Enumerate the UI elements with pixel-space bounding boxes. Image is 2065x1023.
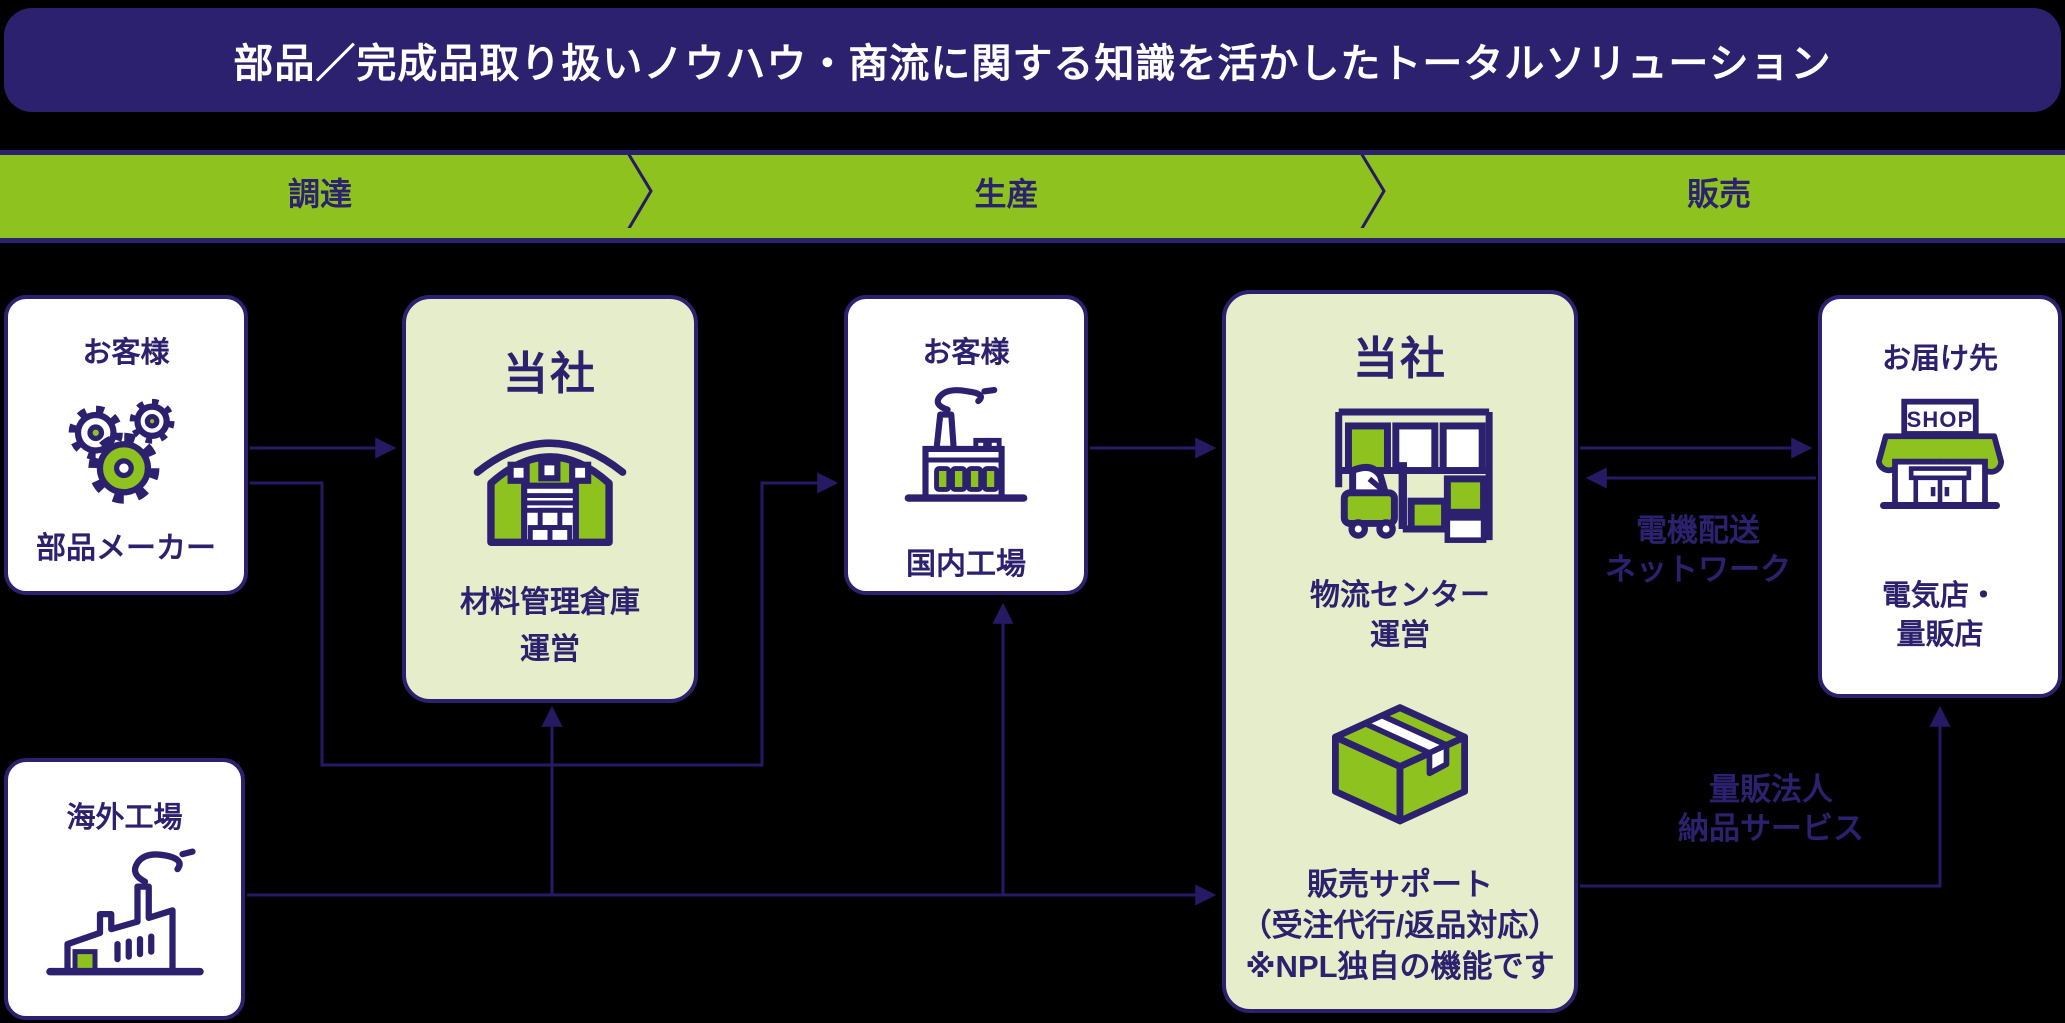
delivery-destination-label: 電気店・ 量販店 bbox=[1822, 577, 2058, 655]
box-overseas-factory: 海外工場 bbox=[4, 758, 245, 1020]
forklift-shelf-icon bbox=[1335, 408, 1493, 543]
electric-delivery-network-line2: ネットワーク bbox=[1605, 552, 1791, 587]
logistics-service1-label: 物流センター 運営 bbox=[1226, 576, 1574, 656]
material-warehouse-label: 材料管理倉庫 運営 bbox=[406, 579, 694, 673]
electric-delivery-network-label: 電機配送 ネットワーク bbox=[1578, 511, 1818, 589]
process-bar: 調達 生産 販売 bbox=[0, 150, 2065, 243]
box-material-warehouse: 当社 材料管理倉庫 運営 bbox=[402, 295, 698, 703]
title-banner: 部品／完成品取り扱いノウハウ・商流に関する知識を活かしたトータルソリューション bbox=[4, 8, 2061, 112]
logistics-service2-line3: ※NPL独自の機能です bbox=[1245, 949, 1555, 984]
material-warehouse-header: 当社 bbox=[502, 348, 597, 399]
delivery-destination-header: お届け先 bbox=[1881, 343, 1998, 375]
banner-title: 部品／完成品取り扱いノウハウ・商流に関する知識を活かしたトータルソリューション bbox=[233, 42, 1832, 86]
parts-maker-label: 部品メーカー bbox=[36, 532, 216, 565]
logistics-service1-line1: 物流センター bbox=[1310, 579, 1490, 612]
electric-delivery-network-line1: 電機配送 bbox=[1636, 513, 1760, 548]
logistics-service2-line1: 販売サポート bbox=[1307, 867, 1493, 902]
stage-procurement: 調達 bbox=[287, 175, 352, 212]
domestic-factory-label: 国内工場 bbox=[906, 548, 1026, 581]
logistics-service2-line2: （受注代行/返品対応） bbox=[1240, 908, 1560, 943]
box-domestic-factory: お客様 国内工場 bbox=[844, 295, 1088, 595]
material-warehouse-label-line1: 材料管理倉庫 bbox=[460, 586, 640, 619]
domestic-factory-header: お客様 bbox=[922, 337, 1010, 369]
mass-retailer-delivery-line1: 量販法人 bbox=[1709, 772, 1833, 807]
factory-icon bbox=[904, 386, 1028, 502]
warehouse-icon bbox=[473, 439, 627, 547]
parts-maker-header: お客様 bbox=[82, 337, 170, 369]
shop-icon: SHOP bbox=[1875, 398, 2005, 509]
package-box-icon bbox=[1332, 704, 1468, 825]
logistics-service2-label: 販売サポート （受注代行/返品対応） ※NPL独自の機能です bbox=[1226, 864, 1574, 987]
gears-icon bbox=[68, 398, 175, 504]
stage-production: 生産 bbox=[974, 175, 1039, 212]
logistics-service1-line2: 運営 bbox=[1370, 619, 1430, 652]
arrow-partsmaker-to-domesticfactory bbox=[250, 472, 839, 767]
mass-retailer-delivery-label: 量販法人 納品サービス bbox=[1601, 770, 1941, 848]
arrow-logistics-to-destination-bottom bbox=[1580, 705, 1951, 888]
overseas-factory-label: 海外工場 bbox=[66, 802, 183, 834]
delivery-destination-label-line2: 量販店 bbox=[1896, 619, 1984, 651]
delivery-destination-label-line1: 電気店・ bbox=[1881, 580, 1998, 612]
mass-retailer-delivery-line2: 納品サービス bbox=[1678, 811, 1864, 846]
shop-sign-text: SHOP bbox=[1907, 407, 1974, 432]
box-delivery-destination: お届け先 SHOP 電気店・ 量販店 bbox=[1818, 295, 2062, 698]
material-warehouse-label-line2: 運営 bbox=[520, 633, 580, 666]
box-parts-maker: お客様 部品メーカー bbox=[4, 295, 248, 595]
box-logistics-center: 当社 物流センター 運営 bbox=[1222, 290, 1578, 1013]
overseas-factory-icon bbox=[45, 848, 204, 976]
stage-chevron-dividers bbox=[627, 155, 1386, 228]
stage-sales: 販売 bbox=[1686, 175, 1751, 212]
logistics-center-header: 当社 bbox=[1352, 333, 1447, 384]
